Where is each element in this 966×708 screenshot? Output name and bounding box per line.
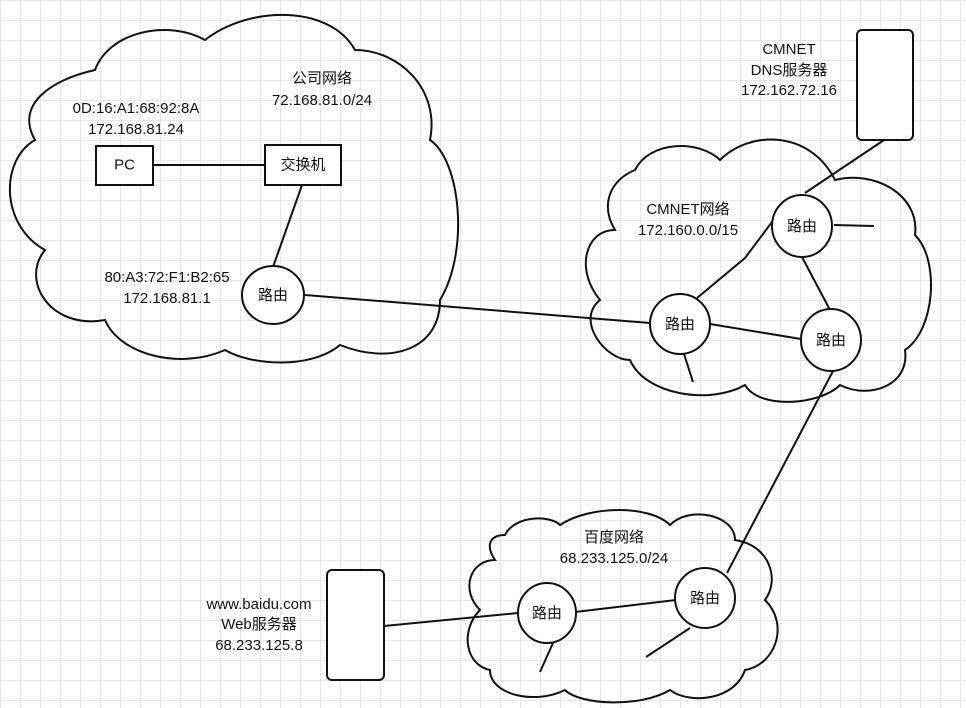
pc-label: PC — [114, 156, 135, 173]
router-ip-address: 172.168.81.1 — [123, 290, 211, 307]
link-cmnet-router-baidu-router — [726, 370, 834, 574]
pc-ip-address: 172.168.81.24 — [88, 121, 184, 138]
link-cmnet-router-dns — [804, 139, 885, 194]
link-company-router-cmnet-router — [304, 294, 651, 324]
baidu-router-right-label: 路由 — [690, 590, 720, 607]
company-router-label: 路由 — [258, 287, 288, 304]
cmnet-router-top-label: 路由 — [787, 218, 817, 235]
baidu-router-left-node — [517, 582, 577, 644]
cmnet-router-top-node — [771, 194, 833, 258]
web-server-node — [326, 569, 385, 681]
baidu-router-left-label: 路由 — [532, 605, 562, 622]
cmnet-router-right-node — [800, 308, 862, 372]
link-baidu-router-left-stub — [539, 642, 554, 673]
switch-node — [264, 144, 342, 186]
router-mac-address: 80:A3:72:F1:B2:65 — [104, 269, 229, 286]
web-server-domain: www.baidu.com — [205, 596, 311, 613]
dns-server-line1: CMNET — [762, 41, 815, 58]
dns-server-line2: DNS服务器 — [751, 62, 828, 79]
company-network-subnet: 72.168.81.0/24 — [272, 92, 372, 109]
link-switch-router — [272, 184, 303, 268]
link-web-server-baidu-router — [383, 612, 519, 627]
link-cmnet-router-left-right — [709, 323, 802, 340]
dns-server-ip: 172.162.72.16 — [741, 82, 837, 99]
switch-label: 交换机 — [280, 155, 325, 173]
web-server-ip: 68.233.125.8 — [215, 637, 303, 654]
link-baidu-routers — [574, 599, 677, 613]
cmnet-router-right-label: 路由 — [816, 332, 846, 349]
dns-server-node — [856, 29, 914, 141]
web-server-label: Web服务器 — [221, 616, 297, 633]
link-cmnet-router-left-top — [696, 217, 776, 299]
company-network-cloud — [8, 14, 460, 364]
cmnet-router-left-node — [649, 293, 711, 355]
link-baidu-router-right-stub — [645, 627, 691, 658]
baidu-network-cloud — [466, 509, 779, 704]
link-cmnet-router-left-stub — [683, 353, 694, 383]
link-cmnet-router-top-right — [801, 256, 831, 311]
cmnet-router-left-label: 路由 — [665, 316, 695, 333]
company-network-name: 公司网络 — [292, 70, 352, 87]
baidu-router-right-node — [674, 567, 736, 629]
link-cmnet-router-top-stub — [833, 224, 875, 227]
baidu-network-name: 百度网络 — [584, 529, 644, 546]
cmnet-network-subnet: 172.160.0.0/15 — [638, 222, 738, 239]
baidu-network-subnet: 68.233.125.0/24 — [560, 550, 668, 567]
cmnet-network-cloud — [584, 138, 932, 403]
company-router-node — [241, 265, 305, 325]
pc-mac-address: 0D:16:A1:68:92:8A — [73, 100, 200, 117]
cmnet-network-name: CMNET网络 — [646, 201, 729, 218]
pc-node — [95, 145, 154, 186]
